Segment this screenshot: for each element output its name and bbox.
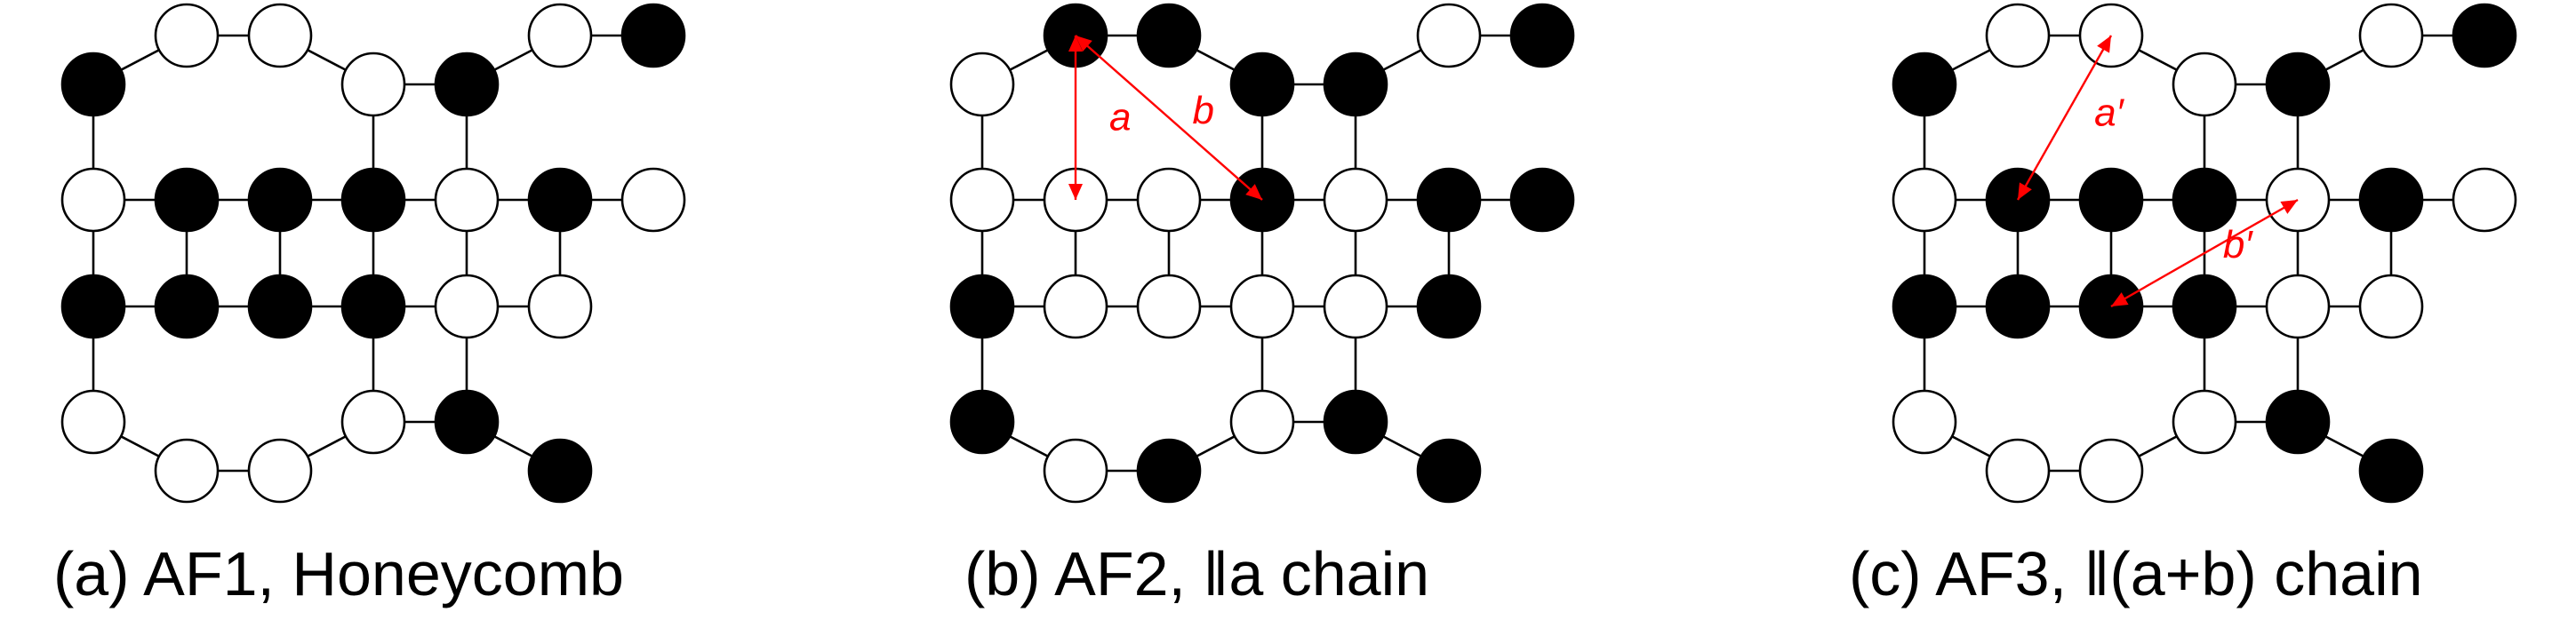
arrowhead bbox=[2097, 36, 2111, 53]
spin-down-site bbox=[434, 274, 500, 339]
spin-down-site bbox=[949, 52, 1015, 117]
spin-up-site bbox=[154, 167, 220, 233]
spin-up-site bbox=[1509, 167, 1575, 233]
spin-down-site bbox=[247, 438, 313, 504]
spin-down-site bbox=[527, 3, 593, 68]
spin-up-site bbox=[247, 274, 313, 339]
spin-up-site bbox=[247, 167, 313, 233]
spin-up-site bbox=[1416, 438, 1482, 504]
spin-down-site bbox=[1136, 274, 1202, 339]
arrowhead bbox=[1076, 36, 1092, 52]
spin-up-site bbox=[2358, 167, 2424, 233]
spin-up-site bbox=[60, 274, 126, 339]
spin-down-site bbox=[1136, 167, 1202, 233]
lattice-vector-label: b′ bbox=[2223, 223, 2253, 266]
arrowhead bbox=[1068, 36, 1083, 52]
spin-up-site bbox=[434, 52, 500, 117]
spin-up-site bbox=[2452, 3, 2517, 68]
spin-down-site bbox=[2358, 3, 2424, 68]
spin-down-site bbox=[527, 274, 593, 339]
panel-b-vectors: ba bbox=[1068, 35, 1263, 201]
spin-up-site bbox=[1892, 52, 1957, 117]
spin-up-site bbox=[620, 3, 686, 68]
panel-a-lattice bbox=[60, 3, 686, 504]
spin-down-site bbox=[2078, 438, 2144, 504]
spin-down-site bbox=[1985, 438, 2051, 504]
panel-c-vectors: a′ b′ bbox=[2016, 35, 2299, 308]
spin-down-site bbox=[60, 167, 126, 233]
spin-up-site bbox=[2172, 274, 2237, 339]
spin-up-site bbox=[1229, 52, 1295, 117]
lattice-vector-2 bbox=[2110, 198, 2299, 308]
spin-down-site bbox=[1416, 3, 1482, 68]
spin-up-site bbox=[527, 167, 593, 233]
spin-up-site bbox=[949, 274, 1015, 339]
panel-c-caption: (c) AF3, ‖(a+b) chain bbox=[1849, 539, 2423, 608]
panel-b-lattice: ba bbox=[949, 3, 1575, 504]
panel-b-caption: (b) AF2, ‖a chain bbox=[964, 539, 1429, 608]
spin-up-site bbox=[340, 274, 406, 339]
spin-down-site bbox=[434, 167, 500, 233]
spin-down-site bbox=[340, 52, 406, 117]
spin-up-site bbox=[1892, 274, 1957, 339]
spin-up-site bbox=[527, 438, 593, 504]
spin-down-site bbox=[1229, 389, 1295, 455]
panel-c-lattice: a′ b′ bbox=[1892, 3, 2517, 504]
spin-down-site bbox=[1043, 438, 1108, 504]
spin-up-site bbox=[60, 52, 126, 117]
spin-down-site bbox=[1043, 274, 1108, 339]
lattice-vector-label: a′ bbox=[2094, 91, 2124, 134]
lattice-vector-1 bbox=[2016, 35, 2113, 201]
panel-a-caption: (a) AF1, Honeycomb bbox=[53, 539, 624, 608]
panel-a-atoms bbox=[60, 3, 686, 504]
spin-up-site bbox=[1985, 274, 2051, 339]
spin-down-site bbox=[154, 438, 220, 504]
spin-down-site bbox=[1892, 389, 1957, 455]
spin-up-site bbox=[1416, 274, 1482, 339]
spin-up-site bbox=[1136, 3, 1202, 68]
spin-down-site bbox=[1323, 167, 1388, 233]
spin-down-site bbox=[247, 3, 313, 68]
spin-up-site bbox=[2265, 52, 2331, 117]
spin-down-site bbox=[2265, 274, 2331, 339]
spin-down-site bbox=[2452, 167, 2517, 233]
spin-up-site bbox=[1509, 3, 1575, 68]
spin-down-site bbox=[2358, 274, 2424, 339]
arrowhead bbox=[1068, 184, 1083, 200]
panel-c-atoms bbox=[1892, 3, 2517, 504]
arrowhead bbox=[2018, 182, 2032, 200]
panel-b-atoms bbox=[949, 3, 1575, 504]
spin-down-site bbox=[1323, 274, 1388, 339]
spin-up-site bbox=[2265, 389, 2331, 455]
spin-up-site bbox=[1323, 389, 1388, 455]
spin-up-site bbox=[1416, 167, 1482, 233]
spin-down-site bbox=[1229, 274, 1295, 339]
spin-down-site bbox=[154, 3, 220, 68]
spin-up-site bbox=[340, 167, 406, 233]
arrowhead bbox=[1245, 184, 1262, 200]
arrowhead bbox=[2111, 292, 2129, 306]
lattice-vector-1 bbox=[1075, 35, 1263, 201]
arrowhead bbox=[2280, 200, 2298, 214]
spin-down-site bbox=[1985, 3, 2051, 68]
spin-up-site bbox=[2078, 167, 2144, 233]
spin-up-site bbox=[1323, 52, 1388, 117]
lattice-vector-label: b bbox=[1192, 89, 1213, 132]
spin-down-site bbox=[1892, 167, 1957, 233]
lattice-vector-label: a bbox=[1109, 96, 1131, 139]
spin-down-site bbox=[340, 389, 406, 455]
spin-down-site bbox=[2172, 389, 2237, 455]
spin-down-site bbox=[620, 167, 686, 233]
spin-up-site bbox=[1136, 438, 1202, 504]
spin-down-site bbox=[949, 167, 1015, 233]
spin-down-site bbox=[2172, 52, 2237, 117]
spin-down-site bbox=[60, 389, 126, 455]
spin-up-site bbox=[2172, 167, 2237, 233]
spin-up-site bbox=[154, 274, 220, 339]
spin-up-site bbox=[2358, 438, 2424, 504]
spin-up-site bbox=[949, 389, 1015, 455]
spin-up-site bbox=[434, 389, 500, 455]
